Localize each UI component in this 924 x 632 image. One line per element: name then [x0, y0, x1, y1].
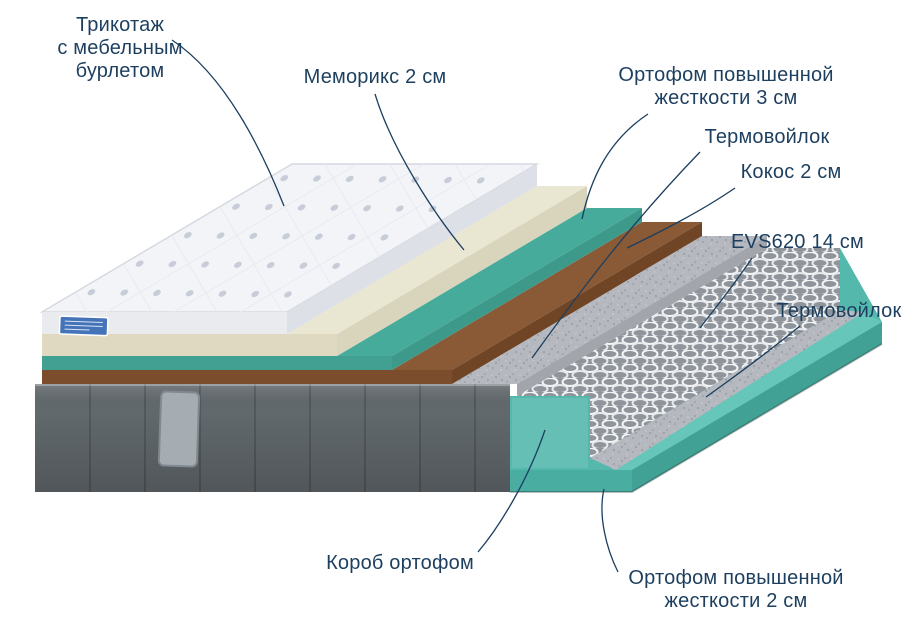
thermofelt-upper-side — [517, 236, 767, 396]
foam-box-wall — [512, 398, 588, 468]
label-orthofoam-top-line1: Ортофом повышенной — [618, 64, 834, 86]
label-orthofoam-top-line2: жесткости 3 см — [654, 87, 798, 109]
layer-quilt-cover — [39, 163, 540, 337]
leader-line-thermofelt-lower — [705, 325, 801, 398]
base-foam-bottom-edge — [510, 343, 883, 493]
box-handle — [157, 390, 201, 468]
label-memorix: Меморикс 2 см — [275, 66, 475, 89]
leader-line-orthofoam-top — [581, 113, 649, 220]
layer-thermofelt-upper — [452, 236, 767, 396]
label-coconut: Кокос 2 см — [713, 161, 869, 184]
label-thermofelt-upper-line1: Термовойлок — [704, 126, 830, 148]
layer-base-foam-edges — [510, 312, 883, 493]
label-thermofelt-lower-line1: Термовойлок — [776, 300, 902, 322]
leader-line-springs — [699, 257, 753, 329]
springs-coils — [517, 248, 840, 458]
label-thermofelt-lower: Термовойлок — [760, 300, 918, 323]
orthofoam-top-face — [337, 208, 642, 356]
quilt-pattern — [42, 164, 537, 312]
label-springs: EVS620 14 см — [710, 231, 885, 254]
layer-box-cover — [35, 384, 510, 492]
label-springs-line1: EVS620 14 см — [731, 231, 864, 253]
label-cover: Трикотаж с мебельным бурлетом — [45, 14, 195, 83]
leader-line-orthofoam-bottom — [601, 488, 619, 573]
quilt-side — [287, 164, 537, 334]
box-seams — [89, 384, 476, 492]
memorix-front — [42, 334, 337, 356]
layer-memorix — [42, 186, 587, 356]
label-cover-line1: Трикотаж — [75, 14, 165, 36]
layer-coconut — [42, 222, 702, 384]
label-foam-box-line1: Короб ортофом — [326, 552, 474, 574]
label-thermofelt-upper: Термовойлок — [688, 126, 846, 149]
orthofoam-top-side — [392, 208, 642, 370]
memorix-side — [337, 186, 587, 356]
label-orthofoam-top: Ортофом повышенной жесткости 3 см — [610, 64, 842, 110]
brand-tag — [58, 315, 109, 337]
memorix-face — [287, 186, 587, 334]
thermofelt-lower-texture — [590, 310, 864, 470]
label-coconut-line1: Кокос 2 см — [740, 161, 842, 183]
layer-springs — [517, 248, 840, 458]
label-orthofoam-bottom: Ортофом повышенной жесткости 2 см — [620, 567, 852, 613]
thermofelt-upper-texture — [452, 236, 767, 384]
base-foam-front — [510, 470, 632, 492]
coconut-face — [392, 222, 702, 370]
layer-thermofelt-lower — [590, 310, 864, 470]
label-foam-box: Короб ортофом — [312, 552, 488, 575]
leader-line-foam-box — [477, 429, 546, 553]
orthofoam-top-front — [42, 356, 392, 370]
leader-line-memorix — [374, 93, 465, 251]
base-foam-top-band — [616, 312, 882, 470]
box-shading — [35, 384, 510, 492]
label-memorix-line1: Меморикс 2 см — [303, 66, 447, 88]
label-cover-line3: бурлетом — [75, 60, 165, 82]
label-orthofoam-bottom-line1: Ортофом повышенной — [628, 567, 844, 589]
label-orthofoam-bottom-line2: жесткости 2 см — [664, 590, 808, 612]
leader-line-thermofelt-upper — [531, 151, 701, 359]
layer-orthofoam-top — [42, 208, 642, 370]
coconut-side — [452, 222, 702, 384]
leader-line-coconut — [626, 187, 736, 249]
leader-lines — [171, 39, 801, 573]
coconut-front — [42, 370, 452, 384]
label-cover-line2: с мебельным — [57, 37, 183, 59]
base-foam-right-side — [632, 322, 882, 492]
leader-line-cover — [171, 39, 285, 207]
